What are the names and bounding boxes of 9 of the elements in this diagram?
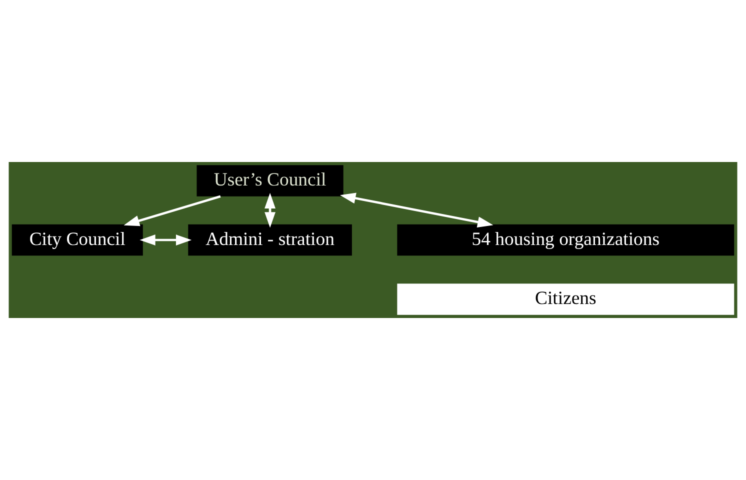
node-box: 54 housing organizations (397, 224, 734, 256)
node-box: City Council (12, 224, 143, 256)
arrow (140, 234, 192, 246)
arrow (124, 195, 221, 226)
node-box: Citizens (397, 284, 734, 315)
node-box: User’s Council (196, 165, 344, 196)
arrow (264, 192, 276, 228)
node-box: Admini - stration (188, 224, 352, 256)
arrow (340, 192, 494, 228)
